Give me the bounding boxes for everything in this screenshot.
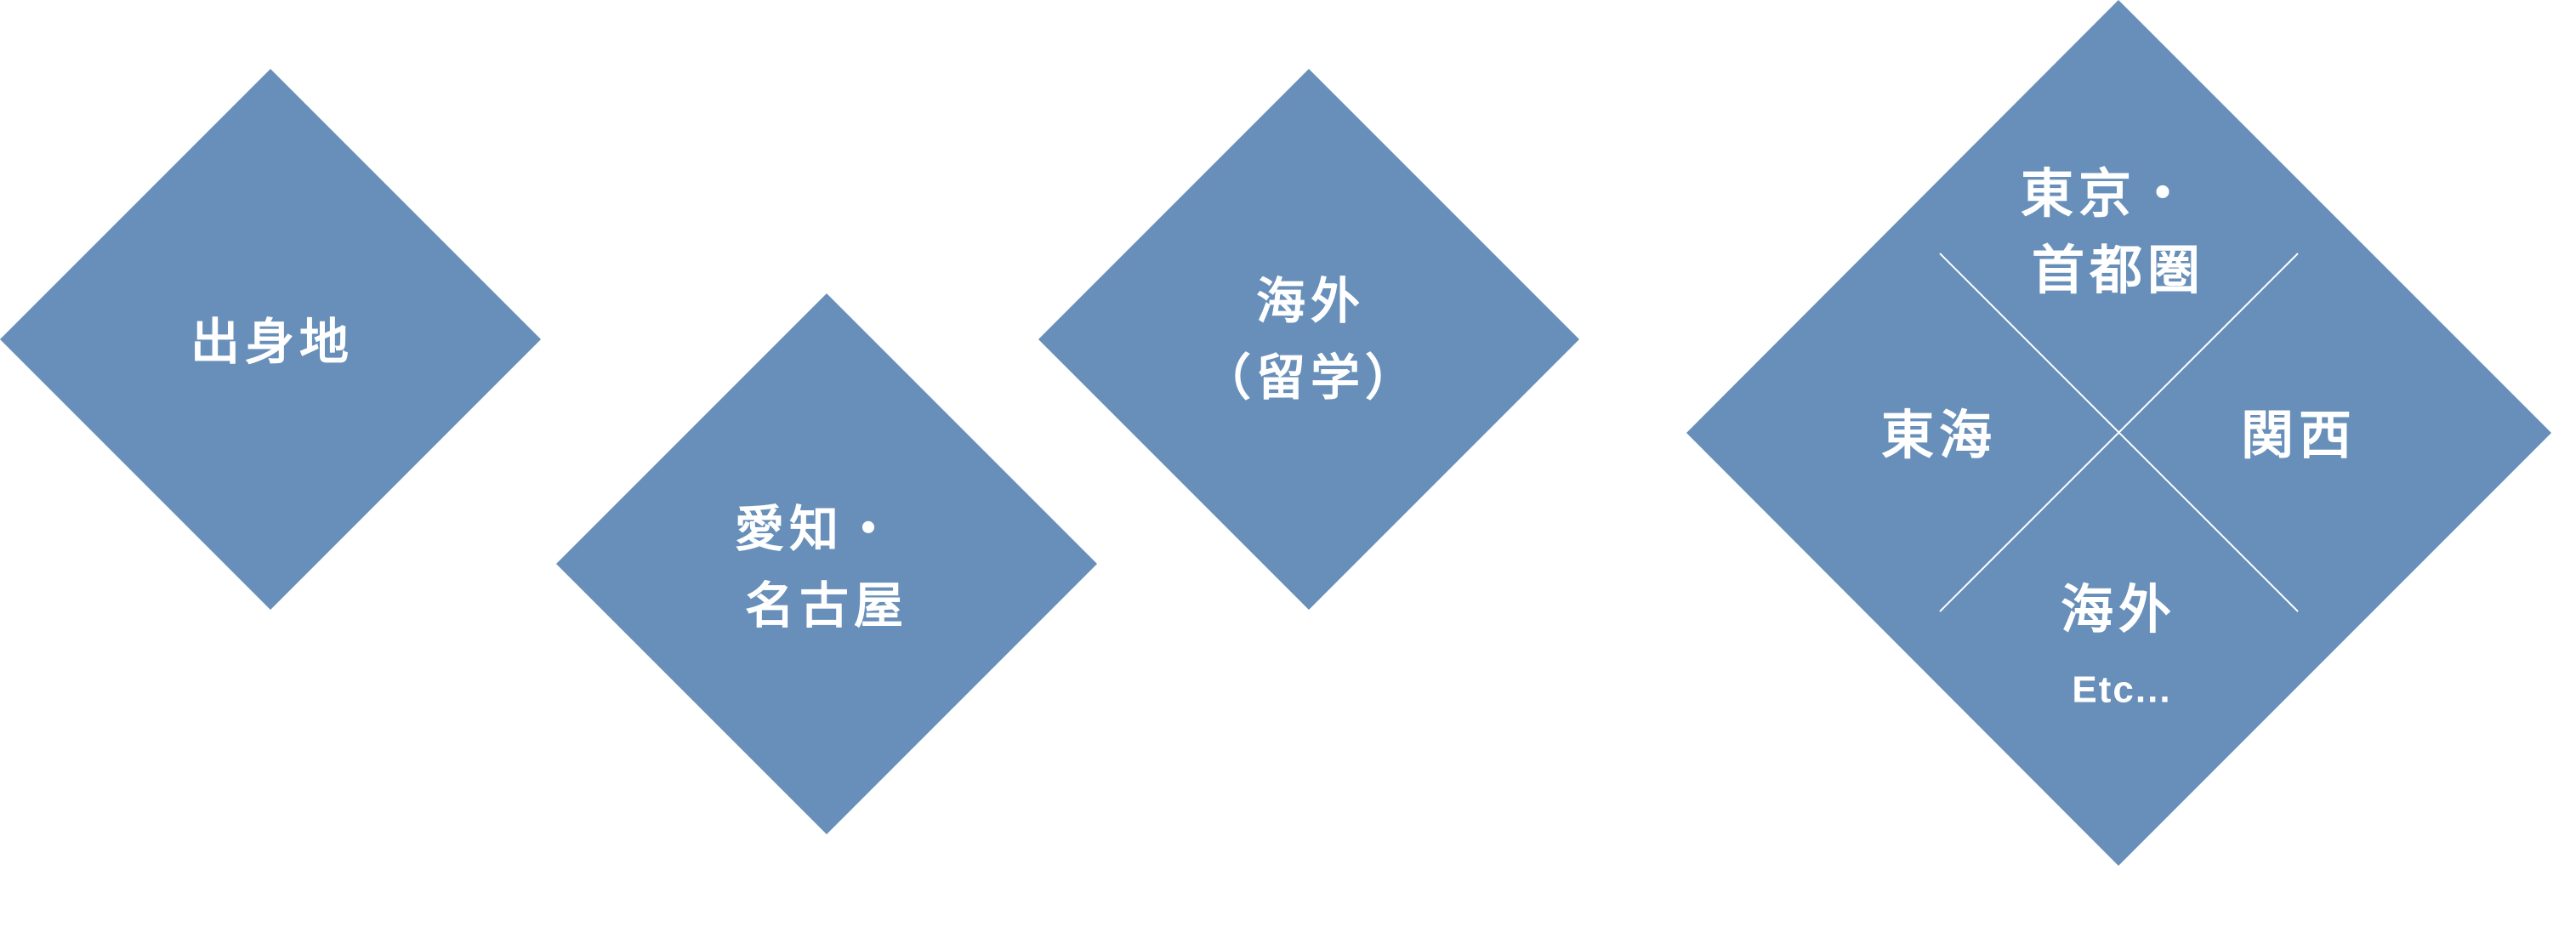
- region-right-label: 関西: [2241, 404, 2357, 466]
- diamond-aichi: 愛知・ 名古屋: [556, 293, 1097, 834]
- region-left-label: 東海: [1881, 404, 1997, 466]
- diamond-overseas-study-label-line2: （留学）: [1202, 349, 1419, 407]
- region-bottom-label-line1: 海外: [2061, 578, 2176, 640]
- region-top-label-line1: 東京・: [2021, 162, 2194, 225]
- diamond-overseas-study-label-line1: 海外: [1256, 272, 1365, 330]
- region-top-label-line2: 首都圏: [2032, 239, 2205, 301]
- diamond-overseas-study: 海外 （留学）: [1038, 69, 1579, 610]
- diamond-aichi-label-line1: 愛知・: [735, 500, 898, 558]
- diamond-aichi-shape: [556, 293, 1097, 834]
- divider-line-ascending: [1939, 253, 2299, 612]
- diamond-origin: 出身地: [0, 69, 541, 610]
- region-bottom-label-line2: Etc...: [2072, 669, 2171, 711]
- diamond-regions: 東京・ 首都圏 東海 関西 海外 Etc...: [1686, 0, 2551, 866]
- diamond-origin-label: 出身地: [190, 313, 354, 371]
- diamond-origin-shape: [0, 69, 541, 610]
- diamond-overseas-study-shape: [1038, 69, 1579, 610]
- diamond-aichi-label-line2: 名古屋: [745, 577, 908, 634]
